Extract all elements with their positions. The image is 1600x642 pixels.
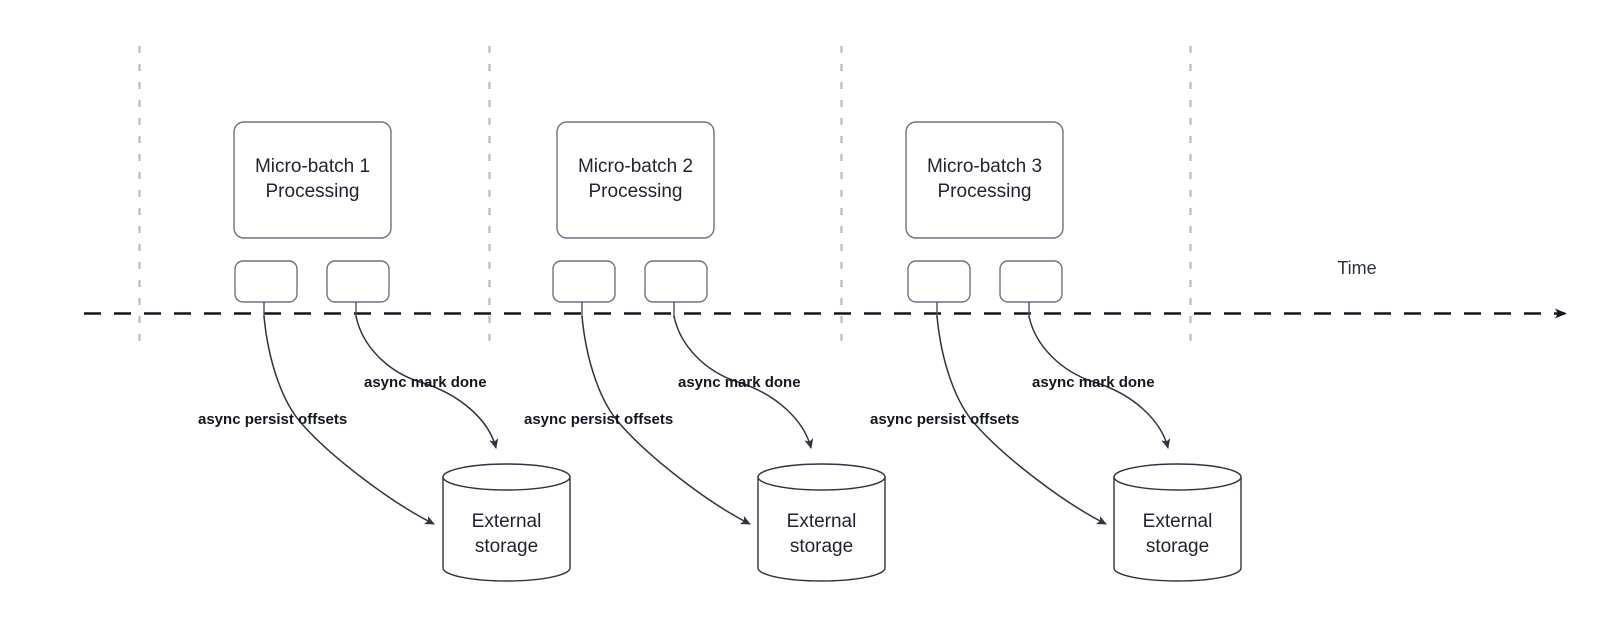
micro-batch-3-title-line2: Processing xyxy=(938,181,1032,202)
external-storage-1-label-line1: External xyxy=(472,511,542,532)
micro-batch-2-task-box-b[interactable] xyxy=(644,260,708,303)
external-storage-3-body xyxy=(1113,476,1242,582)
external-storage-1-body xyxy=(442,476,571,582)
micro-batch-2-persist-label: async persist offsets xyxy=(524,411,673,428)
micro-batch-2-persist-arrow xyxy=(581,315,751,525)
micro-batch-3-task-box-b[interactable] xyxy=(999,260,1063,303)
external-storage-3-label-line2: storage xyxy=(1146,536,1209,557)
micro-batch-1-box[interactable] xyxy=(233,121,392,239)
batch-group-1: Micro-batch 1 Processing async persist o… xyxy=(198,121,571,582)
time-axis-label: Time xyxy=(1337,258,1376,278)
micro-batch-3-box[interactable] xyxy=(905,121,1064,239)
external-storage-3[interactable]: External storage xyxy=(1113,463,1242,582)
micro-batch-3-mark-done-arrow xyxy=(1028,315,1171,449)
external-storage-1-top xyxy=(442,463,571,491)
micro-batch-1-title-line1: Micro-batch 1 xyxy=(255,156,370,177)
micro-batch-1-persist-arrow xyxy=(263,315,435,525)
micro-batch-1-mark-done-label: async mark done xyxy=(364,374,487,391)
external-storage-1[interactable]: External storage xyxy=(442,463,571,582)
micro-batch-3-persist-arrow xyxy=(936,315,1107,525)
micro-batch-2-title-line2: Processing xyxy=(589,181,683,202)
micro-batch-2-mark-done-arrow xyxy=(673,315,814,449)
batch-group-2: Micro-batch 2 Processing async persist o… xyxy=(524,121,886,582)
micro-batch-2-task-box-a[interactable] xyxy=(552,260,616,303)
micro-batch-2-mark-done-label: async mark done xyxy=(678,374,801,391)
batch-group-3: Micro-batch 3 Processing async persist o… xyxy=(870,121,1242,582)
micro-batch-3-title-line1: Micro-batch 3 xyxy=(927,156,1042,177)
micro-batch-1-task-box-b[interactable] xyxy=(326,260,390,303)
external-storage-2[interactable]: External storage xyxy=(757,463,886,582)
micro-batch-1-title-line2: Processing xyxy=(266,181,360,202)
external-storage-2-top xyxy=(757,463,886,491)
micro-batch-1-mark-done-arrow xyxy=(355,315,499,449)
external-storage-2-label-line1: External xyxy=(787,511,857,532)
external-storage-3-label-line1: External xyxy=(1143,511,1213,532)
micro-batch-1-task-box-a[interactable] xyxy=(234,260,298,303)
time-axis: Time xyxy=(84,258,1567,319)
micro-batch-1-persist-label: async persist offsets xyxy=(198,411,347,428)
micro-batch-3-persist-label: async persist offsets xyxy=(870,411,1019,428)
period-dividers xyxy=(138,46,1192,341)
external-storage-3-top xyxy=(1113,463,1242,491)
external-storage-2-body xyxy=(757,476,886,582)
micro-batch-3-task-box-a[interactable] xyxy=(907,260,971,303)
external-storage-1-label-line2: storage xyxy=(475,536,538,557)
external-storage-2-label-line2: storage xyxy=(790,536,853,557)
micro-batch-2-title-line1: Micro-batch 2 xyxy=(578,156,693,177)
micro-batch-2-box[interactable] xyxy=(556,121,715,239)
micro-batch-3-mark-done-label: async mark done xyxy=(1032,374,1155,391)
